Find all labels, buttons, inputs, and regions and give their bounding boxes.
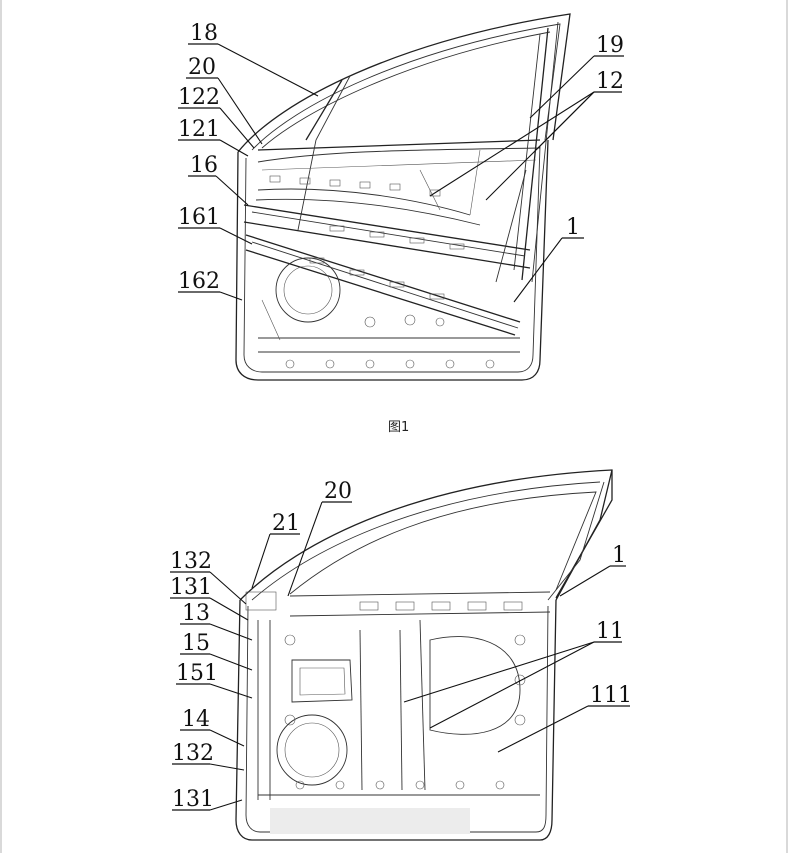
ref-162: 162 <box>178 269 220 294</box>
ref-12: 12 <box>596 69 624 94</box>
ref-132-lower: 132 <box>172 741 214 766</box>
ref-131: 131 <box>170 575 212 600</box>
ref-18: 18 <box>190 21 218 46</box>
figure-1-drawing <box>235 13 571 381</box>
ref-19: 19 <box>596 33 624 58</box>
ref-161: 161 <box>178 205 220 230</box>
left-page-edge <box>0 0 2 853</box>
figure-2-leader-lines <box>170 501 630 811</box>
figure-2-drawing <box>235 469 613 841</box>
ref-21: 21 <box>272 511 300 536</box>
ref-20: 20 <box>324 479 352 504</box>
ref-15: 15 <box>182 631 210 656</box>
figure-1-caption: 图1 <box>388 420 409 435</box>
ref-122: 122 <box>178 85 220 110</box>
ref-16: 16 <box>190 153 218 178</box>
ref-111: 111 <box>590 683 632 708</box>
right-page-edge <box>786 0 788 853</box>
ref-20: 20 <box>188 55 216 80</box>
figure-1-leader-lines <box>178 43 624 303</box>
figure-1-reference-numerals: 18 20 122 121 16 161 162 19 12 1 <box>178 21 624 294</box>
ref-131-lower: 131 <box>172 787 214 812</box>
figure-2-reference-numerals: 20 21 132 131 13 15 151 14 132 131 1 11 … <box>170 479 632 812</box>
ref-1: 1 <box>566 215 580 240</box>
ref-11: 11 <box>596 619 624 644</box>
ref-121: 121 <box>178 117 220 142</box>
ref-13: 13 <box>182 601 210 626</box>
ref-1: 1 <box>612 543 626 568</box>
ref-151: 151 <box>176 661 218 686</box>
ref-14: 14 <box>182 707 210 732</box>
ref-132: 132 <box>170 549 212 574</box>
